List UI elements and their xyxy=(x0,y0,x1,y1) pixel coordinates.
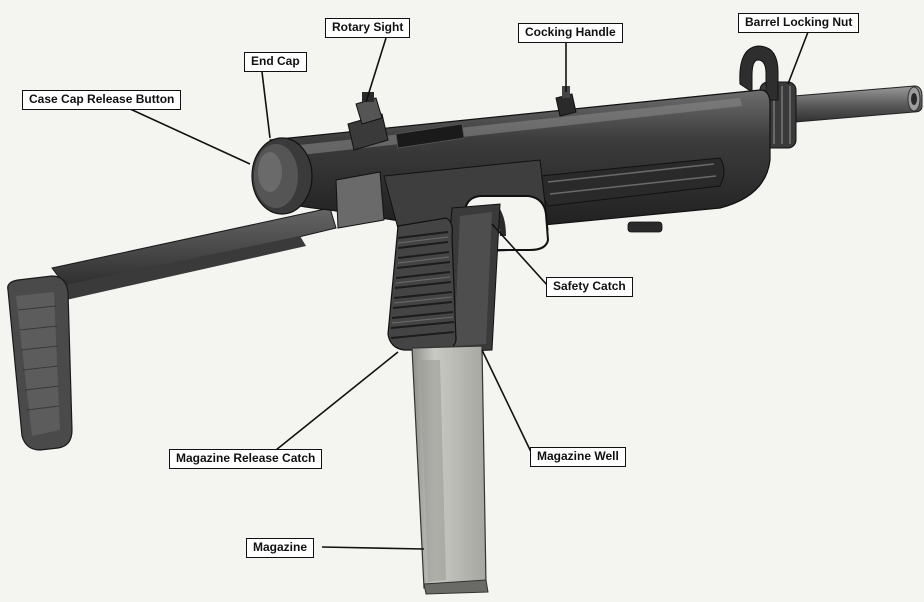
magazine-label: Magazine xyxy=(246,538,315,558)
leader-end-cap xyxy=(261,71,271,139)
end-cap-part xyxy=(251,137,313,215)
leader-magazine xyxy=(321,546,425,550)
safety-catch-label: Safety Catch xyxy=(546,277,633,297)
case-cap-release-button-label: Case Cap Release Button xyxy=(22,90,182,110)
rotary-sight-label: Rotary Sight xyxy=(325,18,411,38)
leader-safety-catch xyxy=(491,223,549,287)
leader-barrel-locking-nut xyxy=(787,31,809,85)
leader-rotary-sight xyxy=(365,37,387,103)
leader-lines xyxy=(127,31,809,550)
magazine-part xyxy=(411,345,489,595)
end-cap-label: End Cap xyxy=(244,52,307,72)
rotary-sight-part xyxy=(347,92,389,151)
leader-magazine-release xyxy=(275,351,399,451)
leader-case-cap-release xyxy=(127,107,251,165)
folding-stock xyxy=(7,207,337,451)
magazine-release-catch-label: Magazine Release Catch xyxy=(169,449,323,469)
magazine-well-label: Magazine Well xyxy=(530,447,626,467)
cocking-handle-label: Cocking Handle xyxy=(518,23,623,43)
barrel-locking-nut-label: Barrel Locking Nut xyxy=(738,13,860,33)
leader-magazine-well xyxy=(481,349,533,455)
pistol-grip xyxy=(387,217,457,351)
barrel xyxy=(769,85,923,125)
